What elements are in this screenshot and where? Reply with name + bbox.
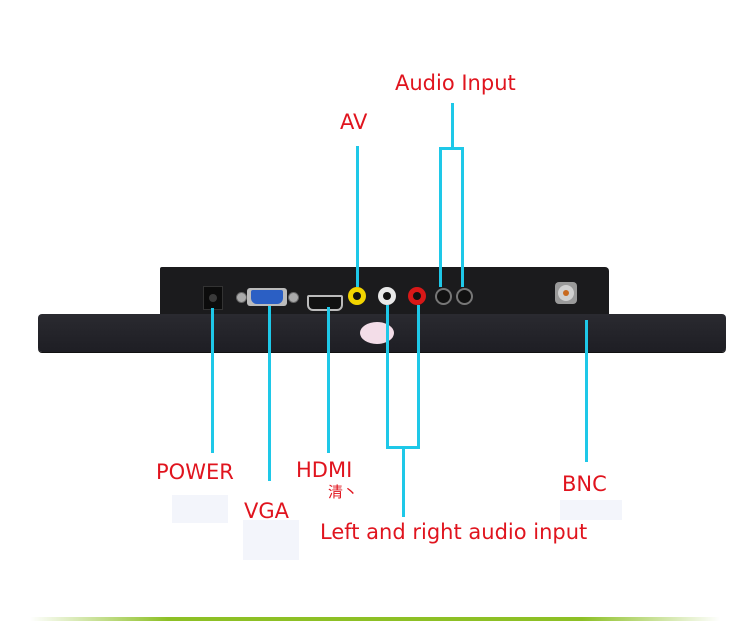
audio-input-callout-line [439, 147, 464, 150]
hdmi-port-icon [307, 295, 343, 311]
power-callout-line [211, 308, 214, 453]
av-label: AV [340, 110, 368, 134]
vga-port-icon [236, 288, 299, 306]
power-label: POWER [156, 460, 234, 484]
lr-audio-callout-line [386, 305, 389, 448]
av-jack-icon [348, 287, 366, 305]
audio-input-callout-line [451, 103, 454, 149]
vga-label: VGA [244, 499, 290, 523]
hdmi-label: HDMI [296, 458, 353, 482]
av-callout-line [356, 146, 359, 287]
sticker-icon [360, 322, 394, 344]
audio-input-callout-line [439, 147, 442, 287]
bnc-label: BNC [562, 472, 607, 496]
audio-input-label: Audio Input [395, 71, 516, 95]
audio-right-jack-icon [408, 287, 426, 305]
lr-audio-callout-line [417, 305, 420, 448]
audio-input-jack-icon [435, 288, 452, 305]
hdmi-sub-label: 清丶 [328, 483, 359, 501]
bnc-callout-line [585, 320, 588, 462]
lr-audio-callout-line [402, 446, 405, 517]
bnc-connector-icon [555, 282, 577, 304]
background-smudge [560, 500, 622, 520]
background-smudge [172, 495, 228, 523]
left-right-audio-label: Left and right audio input [320, 520, 588, 544]
audio-input-jack-icon [456, 288, 473, 305]
power-jack-icon [203, 286, 223, 310]
audio-left-jack-icon [378, 287, 396, 305]
background-smudge [243, 520, 299, 560]
vga-callout-line [268, 306, 271, 481]
audio-input-callout-line [461, 147, 464, 287]
green-divider-line [30, 617, 720, 621]
hdmi-callout-line [327, 307, 330, 453]
